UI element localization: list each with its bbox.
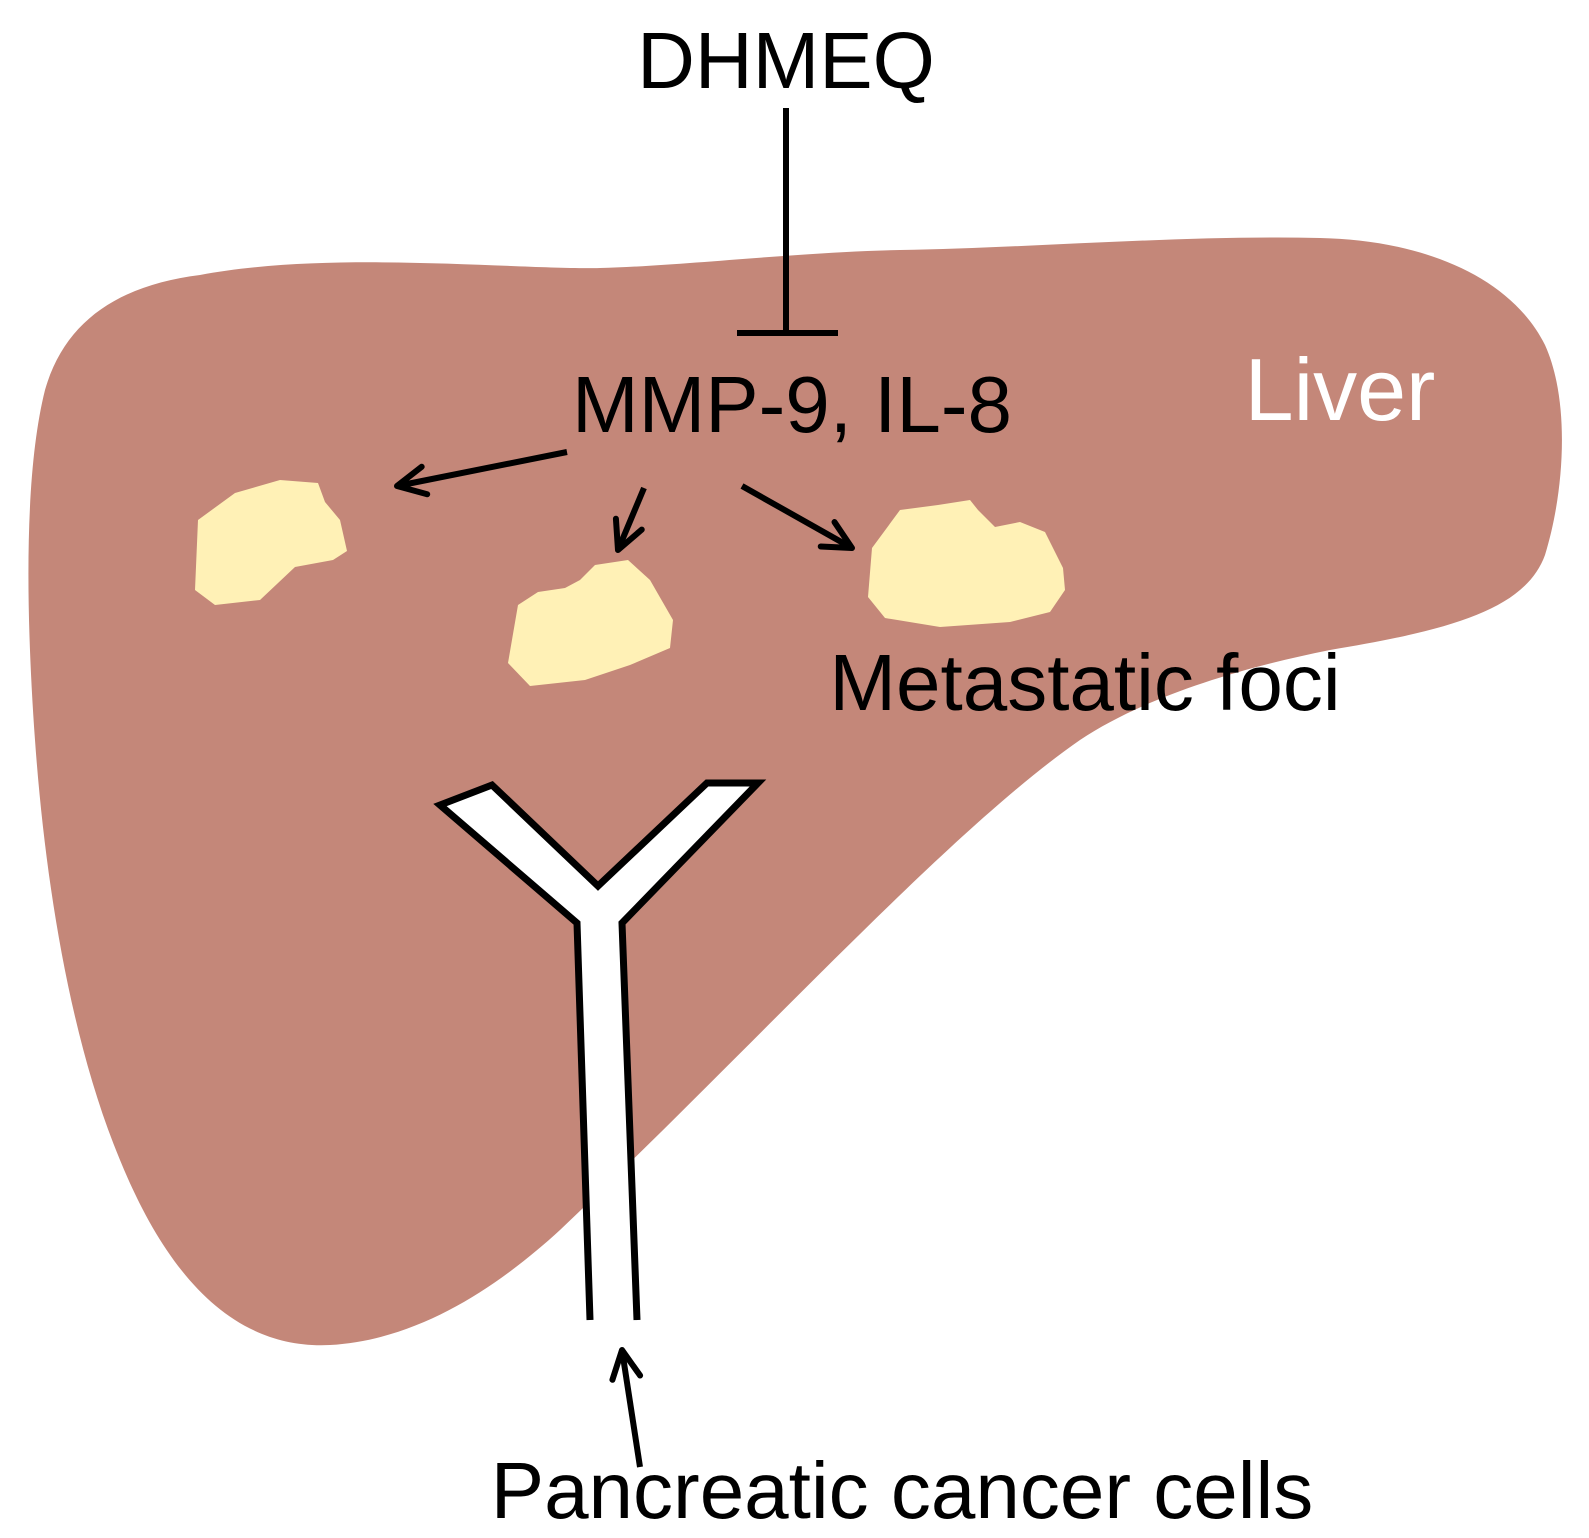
metastatic-focus-left [195,480,347,605]
arrow-to-focus-middle [612,486,647,553]
y-shaped-vessel-icon [433,779,767,1321]
metastatic-focus-middle [508,560,673,686]
targets-label: MMP-9, IL-8 [572,360,1012,449]
arrow-to-focus-right [740,483,855,551]
arrow-from-cancer-cells [609,1347,644,1468]
metastatic-focus-right [868,500,1065,627]
organ-label: Liver [1245,340,1436,439]
arrow-to-focus-left [394,449,568,498]
liver-shape [28,237,1562,1346]
metastatic-foci-label: Metastatic foci [829,638,1340,727]
drug-label: DHMEQ [637,16,935,105]
pancreatic-cancer-cells-label: Pancreatic cancer cells [491,1446,1314,1535]
